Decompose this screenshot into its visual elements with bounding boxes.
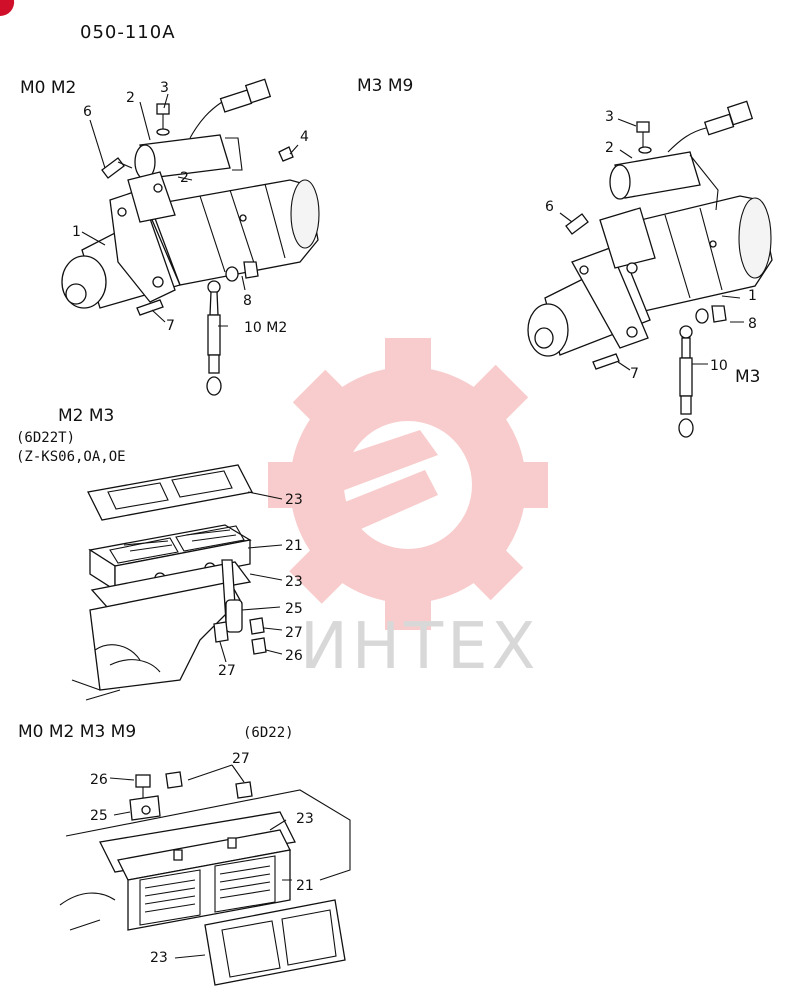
callout-c21: 21 [285,538,303,554]
callout-c27a: 27 [285,625,303,641]
callout-a8: 8 [243,293,252,309]
group-label-starter-b: M3 M9 [357,76,413,96]
callout-c23b: 23 [285,574,303,590]
callout-d23a: 23 [296,811,314,827]
callout-a6: 6 [83,104,92,120]
callout-a7: 7 [166,318,175,334]
callout-b2: 2 [605,140,614,156]
callout-a2a: 2 [180,170,189,186]
callout-b3: 3 [605,109,614,125]
watermark-gear-icon [268,338,548,630]
callout-a10: 10 M2 [244,320,287,336]
callout-a1: 1 [72,224,81,240]
callout-d25: 25 [90,808,108,824]
callout-d21: 21 [296,878,314,894]
callout-a4: 4 [300,129,309,145]
callout-c25: 25 [285,601,303,617]
callout-d26: 26 [90,772,108,788]
callout-b1: 1 [748,288,757,304]
callout-b7: 7 [630,366,639,382]
callout-a3: 3 [160,80,169,96]
intake-heater-b [59,764,351,986]
intake-heater-a [71,464,283,701]
group-sub-heater-a-1: (6D22T) [16,430,75,446]
starter-motor-a [61,78,320,396]
callout-b6: 6 [545,199,554,215]
callout-b10-model: M3 [735,367,760,387]
group-label-heater-a: M2 M3 [58,406,114,426]
callout-c23a: 23 [285,492,303,508]
callout-c26: 26 [285,648,303,664]
callout-d23b: 23 [150,950,168,966]
callout-c27b: 27 [218,663,236,679]
starter-motor-b [527,100,773,438]
group-label-heater-b: M0 M2 M3 M9 [18,722,136,742]
group-label-starter-a: M0 M2 [20,78,76,98]
sheet-code: 050-110A [80,22,176,43]
watermark-text: ИНТЕХ [300,610,539,684]
callout-a2: 2 [126,90,135,106]
group-sub-heater-a-2: (Z-KS06,OA,OE [16,449,126,465]
corner-badge-icon [0,0,15,17]
group-sub-heater-b: (6D22) [243,725,294,741]
callout-b10: 10 [710,358,728,374]
callout-d27: 27 [232,751,250,767]
callout-b8: 8 [748,316,757,332]
